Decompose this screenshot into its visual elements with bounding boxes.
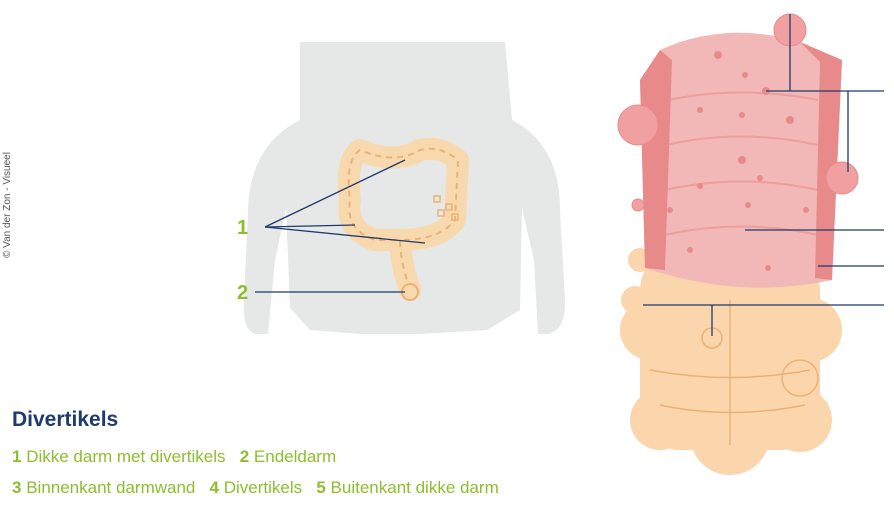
colon-cross-section (618, 14, 884, 475)
label-number-2: 2 (237, 282, 248, 305)
label-number-1: 1 (237, 217, 248, 240)
legend-number: 3 (12, 478, 21, 497)
copyright-credit: © Van der Zon - Visueel (2, 152, 13, 258)
legend-number: 4 (210, 478, 219, 497)
legend-line-2: 3 Binnenkant darmwand 4 Divertikels 5 Bu… (12, 478, 499, 498)
legend-text: Binnenkant darmwand (26, 478, 195, 497)
legend-text: Endeldarm (254, 447, 336, 466)
legend-text: Divertikels (224, 478, 302, 497)
legend-text: Dikke darm met divertikels (26, 447, 225, 466)
legend-number: 1 (12, 447, 21, 466)
legend-line-1: 1 Dikke darm met divertikels 2 Endeldarm (12, 447, 336, 467)
inner-colon-wall (640, 33, 842, 288)
legend-number: 2 (240, 447, 249, 466)
legend-title: Divertikels (12, 408, 118, 432)
legend-number: 5 (316, 478, 325, 497)
legend-text: Buitenkant dikke darm (331, 478, 499, 497)
